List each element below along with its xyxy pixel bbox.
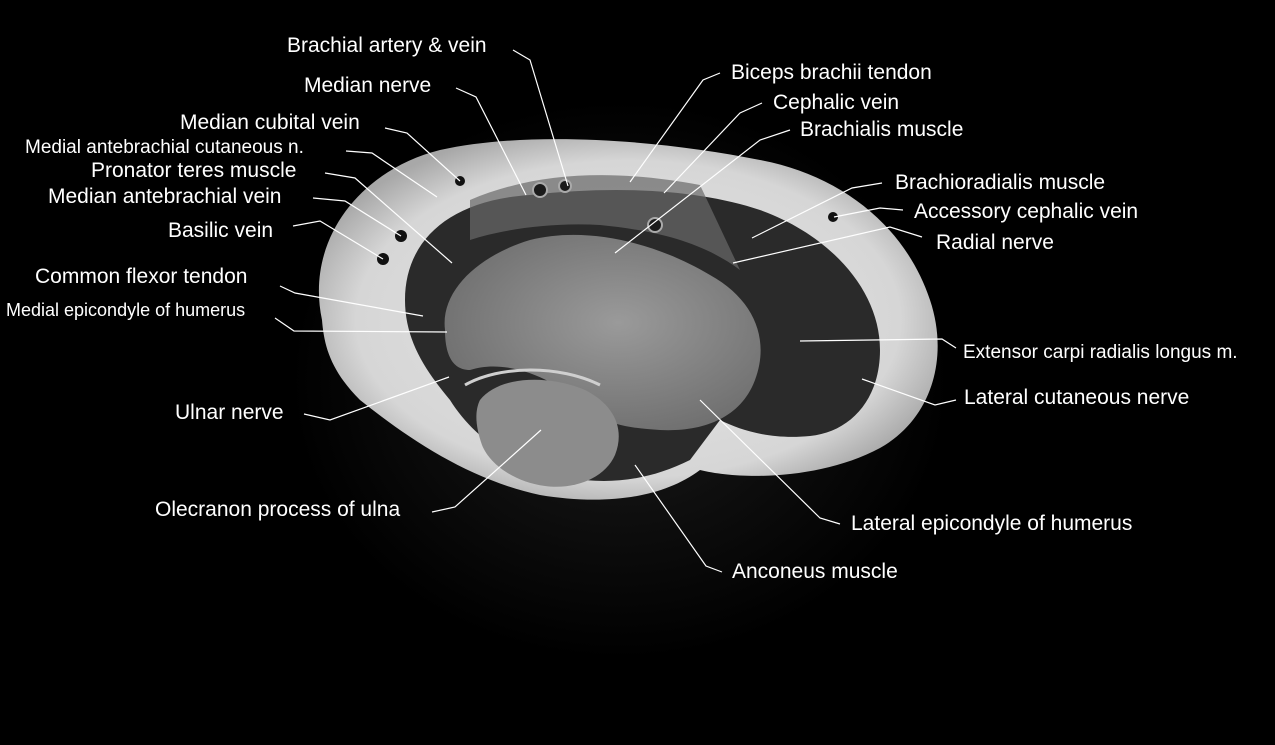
label-pronator-teres: Pronator teres muscle <box>91 159 296 182</box>
leader-ulnar-nerve <box>303 376 450 421</box>
label-biceps-tendon: Biceps brachii tendon <box>731 61 932 84</box>
leader-ecrl <box>799 338 957 349</box>
leader-median-nerve <box>455 87 527 196</box>
label-medial-antebrachial-cutaneous: Medial antebrachial cutaneous n. <box>25 137 304 158</box>
label-brachial-artery-vein: Brachial artery & vein <box>287 34 487 57</box>
leader-biceps-tendon <box>629 72 721 183</box>
joint-space-line <box>464 368 601 387</box>
leader-basilic-vein <box>292 220 384 260</box>
leader-pronator-teres <box>324 172 453 264</box>
label-brachioradialis: Brachioradialis muscle <box>895 171 1105 194</box>
leader-accessory-cephalic <box>833 207 904 218</box>
label-medial-epicondyle: Medial epicondyle of humerus <box>6 300 245 320</box>
label-lateral-cutaneous: Lateral cutaneous nerve <box>964 386 1189 409</box>
leader-radial-nerve <box>732 226 923 264</box>
label-olecranon: Olecranon process of ulna <box>155 498 400 521</box>
labels: Brachial artery & vein Median nerve Medi… <box>6 34 1238 583</box>
brachial-vessel-dot <box>532 182 548 198</box>
label-brachialis: Brachialis muscle <box>800 118 963 141</box>
leader-median-cubital-vein <box>384 127 461 182</box>
olecranon-bone <box>476 379 619 487</box>
label-anconeus: Anconeus muscle <box>732 560 898 583</box>
cephalic-vessel-dot <box>647 217 663 233</box>
label-median-nerve: Median nerve <box>304 74 431 97</box>
anterior-fascia-band <box>470 175 740 270</box>
leader-medial-epicondyle <box>274 317 448 333</box>
label-basilic-vein: Basilic vein <box>168 219 273 242</box>
label-median-antebrachial-vein: Median antebrachial vein <box>48 185 281 208</box>
leader-brachial-artery-vein <box>512 49 569 187</box>
accessory-cephalic-vein-dot <box>828 212 838 222</box>
leader-lateral-epicondyle <box>699 399 841 525</box>
label-median-cubital-vein: Median cubital vein <box>180 111 360 134</box>
label-ulnar-nerve: Ulnar nerve <box>175 401 284 424</box>
leader-lines <box>274 49 957 573</box>
leader-olecranon <box>431 429 542 513</box>
leader-median-antebrachial-vein <box>312 197 402 237</box>
label-ecrl: Extensor carpi radialis longus m. <box>963 342 1238 363</box>
leader-lateral-cutaneous <box>861 378 957 406</box>
label-cephalic-vein: Cephalic vein <box>773 91 899 114</box>
leader-brachialis <box>614 129 791 254</box>
label-common-flexor-tendon: Common flexor tendon <box>35 265 247 288</box>
humerus-distal-bone <box>444 234 761 431</box>
leader-anconeus <box>634 464 723 573</box>
leader-medial-antebrachial-cutaneous <box>345 150 438 198</box>
label-accessory-cephalic: Accessory cephalic vein <box>914 200 1138 223</box>
leader-common-flexor-tendon <box>279 285 424 317</box>
label-radial-nerve: Radial nerve <box>936 231 1054 254</box>
leader-cephalic-vein <box>663 102 763 194</box>
brachial-vessel-dot-2 <box>558 179 572 193</box>
label-lateral-epicondyle: Lateral epicondyle of humerus <box>851 512 1132 535</box>
leader-brachioradialis <box>751 182 883 239</box>
